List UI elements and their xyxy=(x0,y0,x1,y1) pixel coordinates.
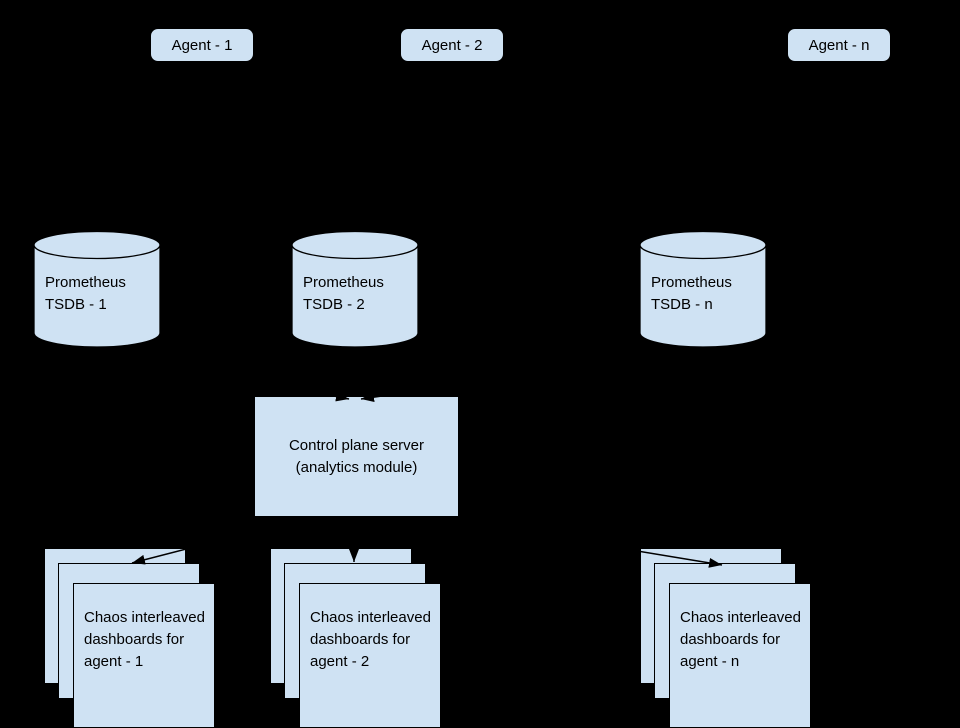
tsdb-2-label-line2: TSDB - 2 xyxy=(303,296,365,313)
tsdb-n-cylinder-node: Prometheus TSDB - n xyxy=(639,230,767,349)
database-cylinder-icon xyxy=(291,230,419,348)
tsdb-1-label-line2: TSDB - 1 xyxy=(45,296,107,313)
arrow-agentn-to-tsdbn xyxy=(702,62,839,227)
arrow-agent1-to-tsdb1 xyxy=(97,62,203,227)
database-cylinder-icon xyxy=(33,230,161,348)
tsdb-1-cylinder-node: Prometheus TSDB - 1 xyxy=(33,230,161,349)
arrow-tsdb1-to-control-plane xyxy=(96,348,350,402)
dashboard-page-front: Chaos interleaved dashboards for agent -… xyxy=(73,583,215,728)
control-plane-label-line1: Control plane server xyxy=(288,436,425,454)
agent-n-node: Agent - n xyxy=(787,28,891,62)
dashboard-page-front: Chaos interleaved dashboards for agent -… xyxy=(299,583,441,728)
tsdb-2-label: Prometheus TSDB - 2 xyxy=(303,272,415,316)
tsdb-n-label-line2: TSDB - n xyxy=(651,296,713,313)
dashboard-stack-agent-n: Chaos interleaved dashboards for agent -… xyxy=(640,548,812,728)
dashboard-stack-label: Chaos interleaved dashboards for agent -… xyxy=(680,609,801,670)
control-plane-node: Control plane server (analytics module) xyxy=(254,396,459,517)
agent-2-node: Agent - 2 xyxy=(400,28,504,62)
agent-1-node: Agent - 1 xyxy=(150,28,254,62)
agent-1-label: Agent - 1 xyxy=(171,36,233,54)
arrow-tsdb2-to-control-plane xyxy=(348,348,359,398)
agent-2-label: Agent - 2 xyxy=(421,36,483,54)
dashboard-stack-agent-2: Chaos interleaved dashboards for agent -… xyxy=(270,548,442,728)
dashboard-stack-label: Chaos interleaved dashboards for agent -… xyxy=(84,609,205,670)
database-cylinder-icon xyxy=(639,230,767,348)
tsdb-n-label: Prometheus TSDB - n xyxy=(651,272,763,316)
tsdb-1-label: Prometheus TSDB - 1 xyxy=(45,272,157,316)
dashboard-stack-label: Chaos interleaved dashboards for agent -… xyxy=(310,609,431,670)
arrow-tsdbn-to-control-plane xyxy=(360,348,704,403)
tsdb-1-label-line1: Prometheus xyxy=(45,274,126,291)
tsdb-2-cylinder-node: Prometheus TSDB - 2 xyxy=(291,230,419,349)
control-plane-label-line2: (analytics module) xyxy=(295,458,418,476)
dashboard-stack-agent-1: Chaos interleaved dashboards for agent -… xyxy=(44,548,216,728)
tsdb-n-label-line1: Prometheus xyxy=(651,274,732,291)
tsdb-2-label-line1: Prometheus xyxy=(303,274,384,291)
agent-n-label: Agent - n xyxy=(808,36,870,54)
dashboard-page-front: Chaos interleaved dashboards for agent -… xyxy=(669,583,811,728)
arrow-agent2-to-tsdb2 xyxy=(354,62,453,227)
